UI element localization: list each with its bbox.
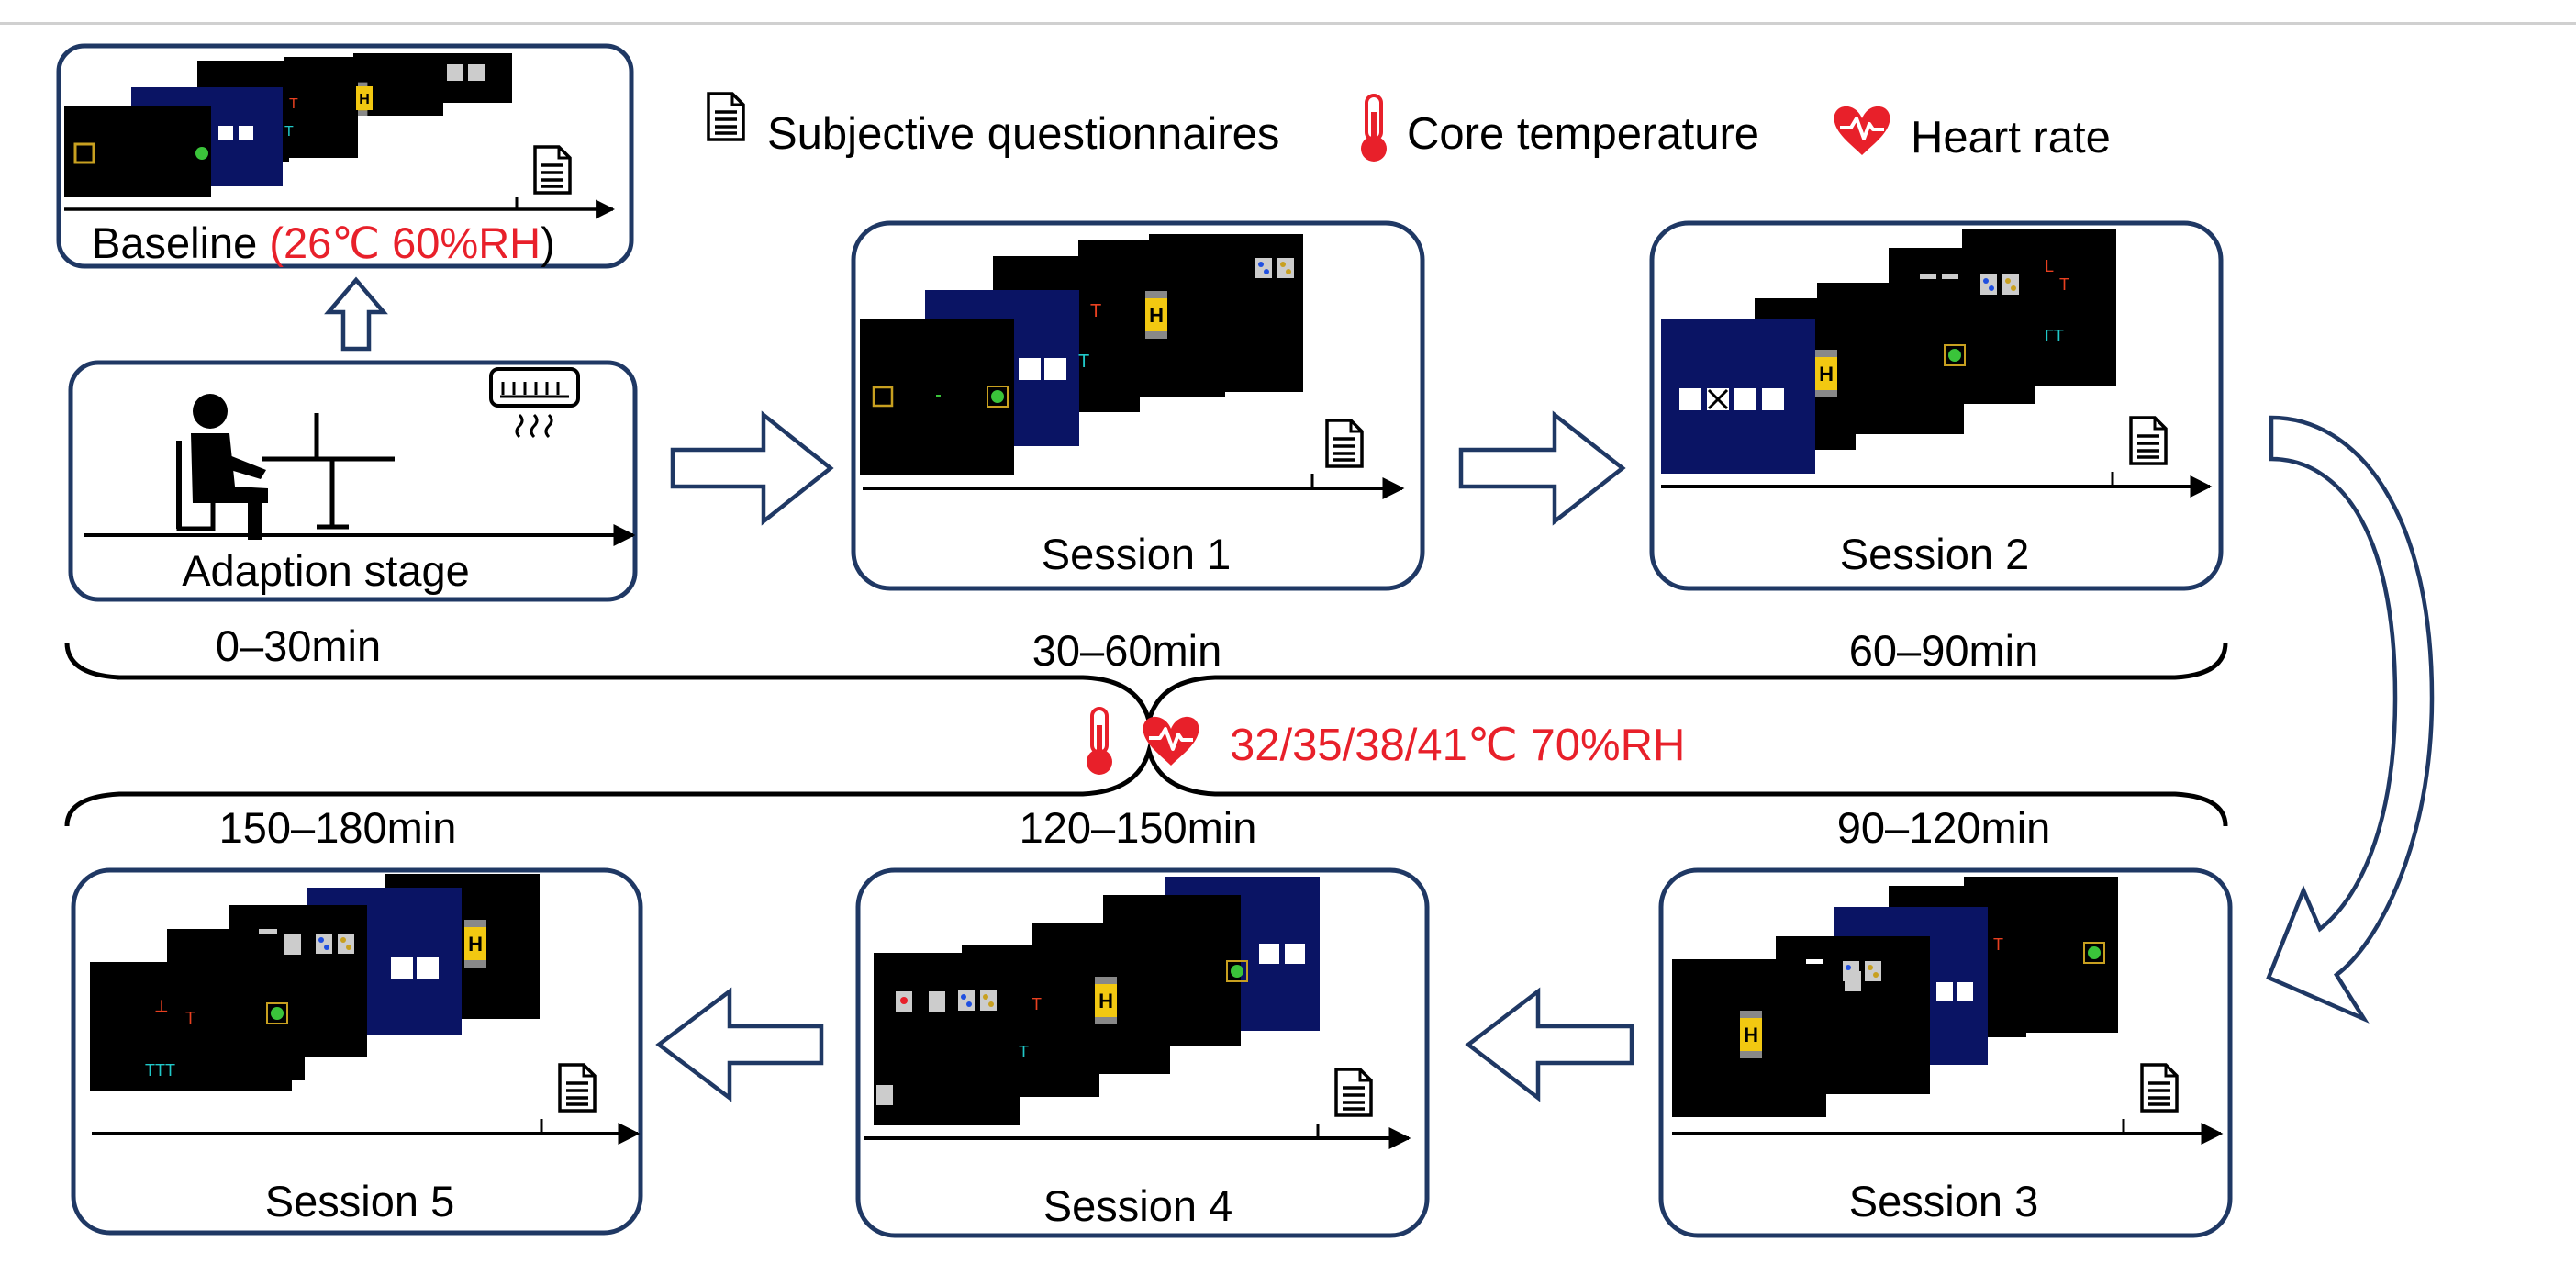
left-arrow — [1465, 987, 1634, 1102]
thermometer-icon — [1359, 94, 1388, 163]
svg-text:H: H — [359, 92, 370, 107]
svg-text:T: T — [1032, 995, 1042, 1013]
document-icon — [1325, 419, 1364, 468]
right-arrow — [670, 410, 834, 526]
session-4-box: T T Session 4 — [855, 867, 1430, 1238]
time-150-180: 150–180min — [219, 803, 457, 852]
session-2-label: Session 2 — [1840, 530, 2029, 578]
document-icon — [2140, 1063, 2179, 1113]
time-120-150: 120–150min — [1020, 803, 1257, 852]
baseline-box: T T H Baseline (26℃ 60%RH) — [56, 43, 634, 269]
svg-text:T: T — [185, 1009, 195, 1027]
svg-text:T: T — [1090, 301, 1101, 321]
adaption-box: Adaption stage — [68, 360, 638, 602]
legend: Subjective questionnaires Core temperatu… — [707, 92, 2111, 163]
up-arrow — [324, 276, 388, 352]
thermometer-icon — [1085, 707, 1114, 777]
legend-questionnaires: Subjective questionnaires — [767, 109, 1279, 159]
session-5-box: ⊥ T TTT Session 5 — [71, 867, 643, 1236]
heart-rate-icon — [1832, 104, 1892, 157]
document-icon — [533, 145, 572, 195]
person-at-desk-icon — [176, 394, 395, 540]
curved-arrow — [2266, 415, 2435, 1024]
session-1-label: Session 1 — [1042, 530, 1231, 578]
svg-text:T: T — [1993, 935, 2003, 954]
time-90-120: 90–120min — [1837, 803, 2051, 852]
session-3-box: T Session 3 — [1658, 867, 2233, 1238]
heat-condition: 32/35/38/41℃ 70%RH — [1230, 721, 1685, 770]
document-icon — [2129, 416, 2168, 465]
svg-text:T: T — [284, 124, 294, 140]
left-arrow — [655, 987, 824, 1102]
time-60-90: 60–90min — [1849, 626, 2038, 675]
right-arrow — [1458, 410, 1626, 526]
svg-text:⊥: ⊥ — [154, 997, 169, 1015]
adaption-label: Adaption stage — [182, 546, 470, 595]
svg-text:T: T — [1019, 1043, 1029, 1061]
svg-text:ΓT: ΓT — [2045, 327, 2064, 345]
legend-core-temperature: Core temperature — [1407, 109, 1759, 159]
legend-heart-rate: Heart rate — [1911, 113, 2111, 162]
svg-text:L: L — [2045, 257, 2054, 275]
time-0-30: 0–30min — [216, 621, 381, 670]
svg-text:T: T — [289, 96, 298, 112]
top-rule — [0, 22, 2576, 25]
session-5-label: Session 5 — [265, 1177, 454, 1225]
session-3-label: Session 3 — [1849, 1177, 2038, 1225]
air-conditioner-icon — [489, 367, 580, 439]
document-icon — [558, 1063, 597, 1113]
time-30-60: 30–60min — [1032, 626, 1221, 675]
svg-text:TTT: TTT — [145, 1061, 175, 1079]
session-1-box: T T Session 1 — [851, 220, 1425, 591]
session-2-box: L T ΓT Session 2 — [1649, 220, 2224, 591]
svg-text:T: T — [2059, 275, 2069, 294]
document-icon — [707, 92, 745, 141]
session-4-label: Session 4 — [1043, 1181, 1232, 1230]
svg-text:T: T — [1078, 352, 1089, 372]
baseline-label: Baseline (26℃ 60%RH) — [92, 218, 555, 267]
document-icon — [1334, 1068, 1373, 1117]
